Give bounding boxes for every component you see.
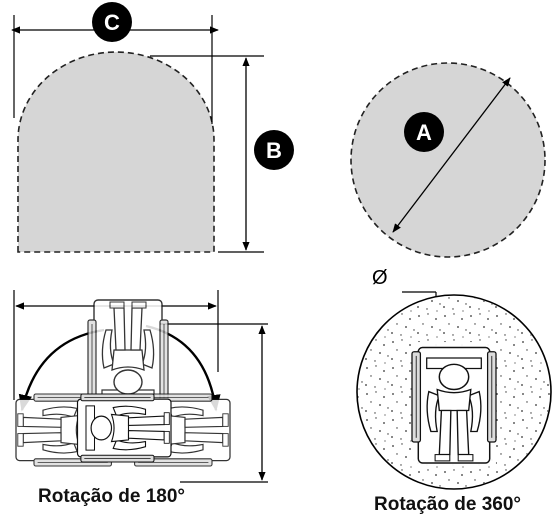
caption-rotation-360: Rotação de 360° — [374, 494, 521, 515]
circle-area-figure: A — [350, 62, 546, 258]
label-b-badge — [254, 130, 294, 170]
arch-area-figure: C B — [11, 2, 294, 253]
label-c: C — [104, 10, 120, 35]
rotation-360-figure: Ø — [356, 267, 552, 490]
label-c-badge — [92, 2, 132, 42]
diameter-symbol: Ø — [372, 267, 388, 289]
caption-rotation-180: Rotação de 180° — [38, 486, 185, 507]
arch-area-shape — [17, 51, 215, 253]
label-a: A — [416, 120, 432, 145]
wheelchair-main-360 — [411, 342, 497, 466]
label-a-badge — [404, 112, 444, 152]
rotation-180-figure — [13, 290, 268, 483]
dimension-a-line — [392, 77, 511, 233]
wheelchair-main-180 — [76, 393, 172, 463]
label-b: B — [266, 138, 282, 163]
